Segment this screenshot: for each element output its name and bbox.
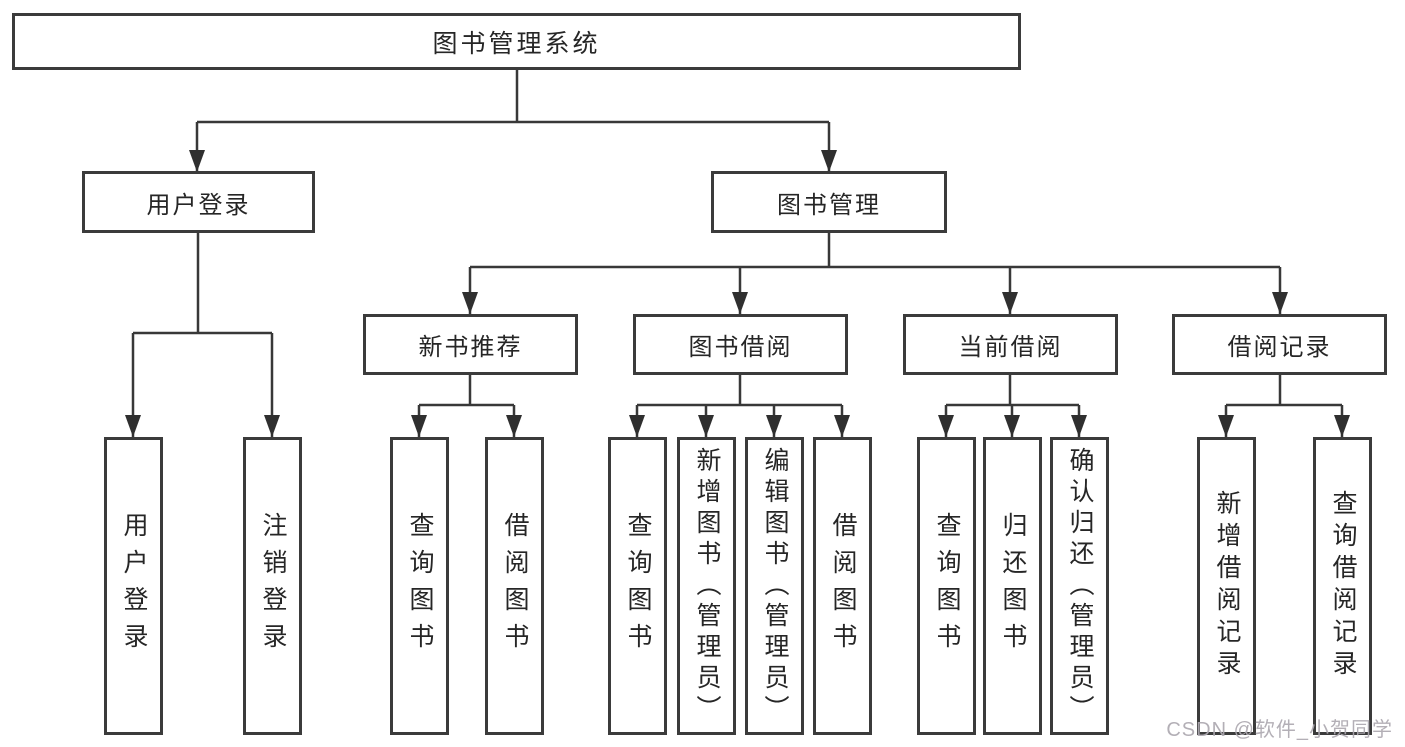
connector-borrowing-records-to-leaves	[1224, 375, 1344, 437]
node-library-system: 图书管理系统	[12, 13, 1021, 70]
node-leaf-edit-books-admin: 编辑图书（管理员）	[745, 437, 804, 735]
node-leaf-query-books-recommend: 查询图书	[390, 437, 449, 735]
node-user-login: 用户登录	[82, 171, 315, 233]
connector-new-book-recommend-to-leaves	[417, 375, 516, 437]
node-leaf-return-books: 归还图书	[983, 437, 1042, 735]
connector-book-management-to-level3	[468, 233, 1282, 314]
connector-user-login-to-leaves	[131, 233, 274, 437]
node-current-borrowing: 当前借阅	[903, 314, 1118, 375]
node-leaf-borrow-books-recommend: 借阅图书	[485, 437, 544, 735]
node-leaf-user-login: 用户登录	[104, 437, 163, 735]
arrowheads	[125, 150, 1350, 437]
node-leaf-borrow-books: 借阅图书	[813, 437, 872, 735]
connector-root-to-level2	[195, 70, 831, 172]
node-leaf-add-books-admin: 新增图书（管理员）	[677, 437, 736, 735]
node-leaf-logout: 注销登录	[243, 437, 302, 735]
node-new-book-recommend: 新书推荐	[363, 314, 578, 375]
node-leaf-query-books-borrowing: 查询图书	[608, 437, 667, 735]
node-borrowing-records: 借阅记录	[1172, 314, 1387, 375]
node-leaf-query-borrow-record: 查询借阅记录	[1313, 437, 1372, 735]
node-book-management: 图书管理	[711, 171, 947, 233]
node-leaf-query-books-current: 查询图书	[917, 437, 976, 735]
node-leaf-confirm-return-admin: 确认归还（管理员）	[1050, 437, 1109, 735]
node-book-borrowing: 图书借阅	[633, 314, 848, 375]
node-leaf-add-borrow-record: 新增借阅记录	[1197, 437, 1256, 735]
connector-book-borrowing-to-leaves	[635, 375, 844, 437]
csdn-watermark: CSDN @软件_小贺同学	[1166, 719, 1393, 741]
